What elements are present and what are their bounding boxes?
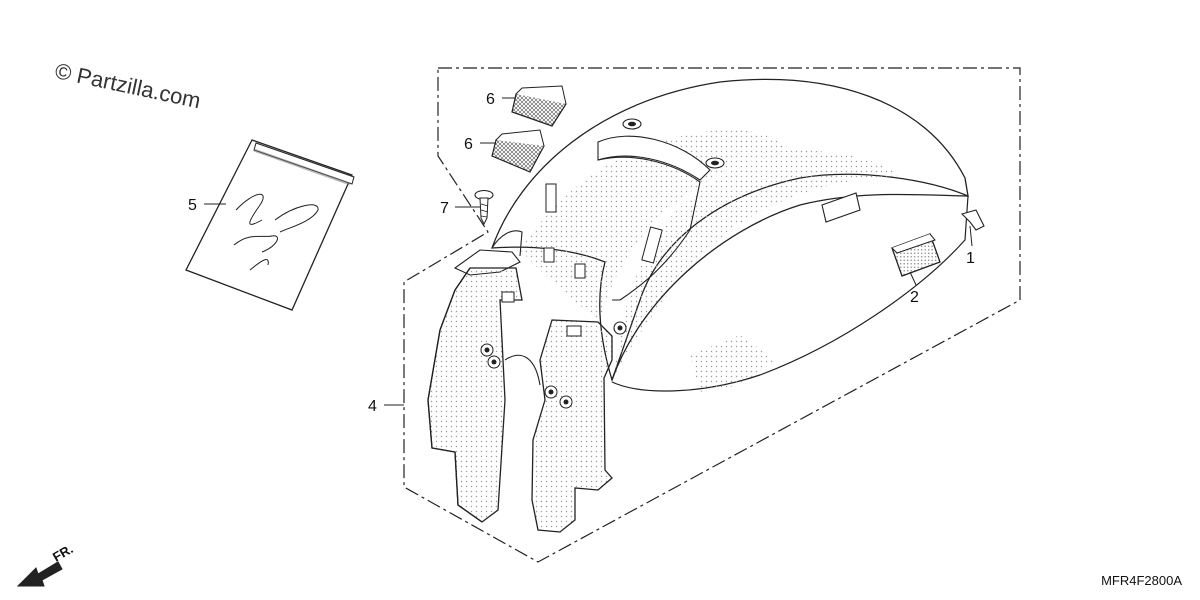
callout-7: 7 [440,200,449,217]
reflector [891,233,941,277]
callout-6-upper: 6 [486,91,495,108]
diagram-code: MFR4F2800A [1101,573,1182,588]
callout-5: 5 [188,197,197,214]
clip [960,209,985,231]
callout-4: 4 [368,398,377,415]
reflector-pad-lower [491,129,545,173]
reflector-pad-upper [511,85,567,127]
mud-flaps [427,267,613,533]
assembly-boundary [403,67,1021,563]
screw [474,189,494,226]
leader-lines [204,97,973,406]
tool-bag [185,139,355,311]
front-direction-indicator: FR. [16,541,76,587]
rear-fender [453,78,969,392]
callout-2: 2 [910,289,919,306]
front-label: FR. [50,541,76,564]
callout-6-lower: 6 [464,136,473,153]
callout-1: 1 [966,250,975,267]
